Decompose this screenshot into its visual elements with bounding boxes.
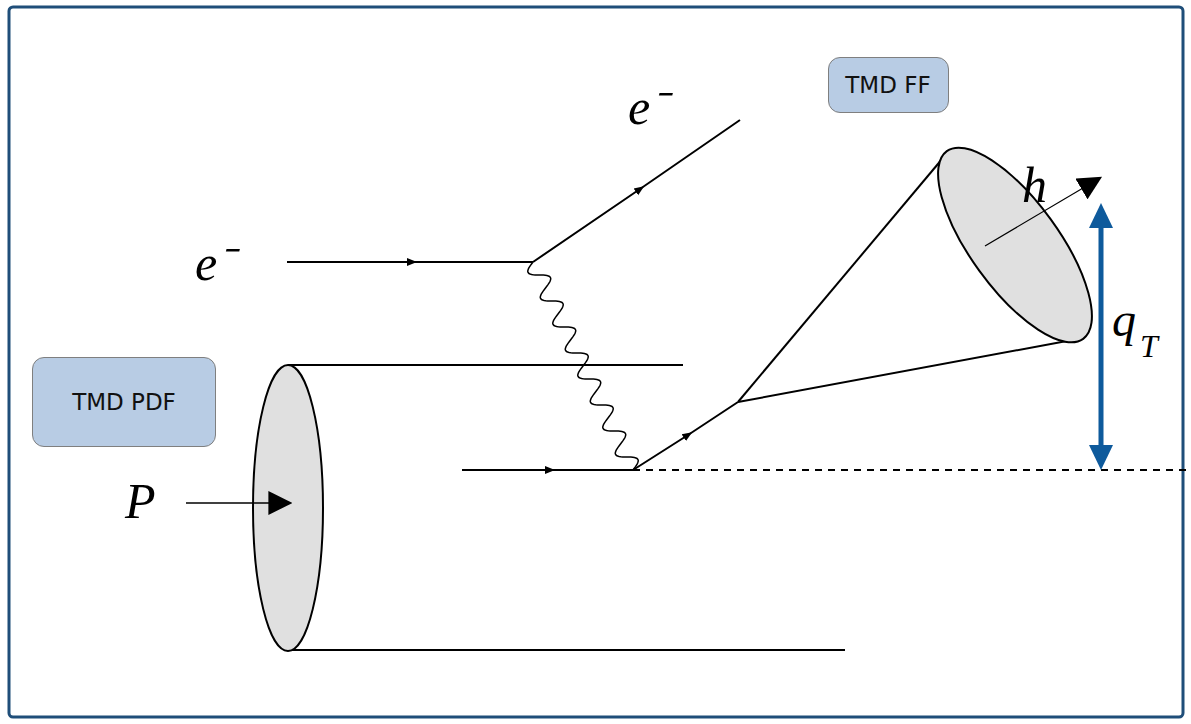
spectator-line xyxy=(288,364,683,366)
spectator-line xyxy=(288,649,845,651)
math-label: P xyxy=(125,476,156,526)
cone-edge xyxy=(738,338,1083,402)
quark-line xyxy=(462,469,633,471)
math-label: q xyxy=(1112,296,1136,344)
jet-ellipse xyxy=(911,125,1119,364)
qt-arrowhead xyxy=(1089,445,1113,470)
math-label: h xyxy=(1022,160,1047,210)
label-box: TMD FF xyxy=(828,57,949,113)
box-label: TMD PDF xyxy=(72,389,176,415)
proton-ellipse xyxy=(253,365,323,651)
proton-arrow xyxy=(186,502,290,504)
math-label: e⁻ xyxy=(195,238,234,288)
quark-line xyxy=(633,402,738,470)
qt-arrow xyxy=(1099,225,1104,448)
qt-arrowhead xyxy=(1089,203,1113,228)
label-box: TMD PDF xyxy=(32,357,216,447)
math-label: T xyxy=(1140,330,1158,362)
photon-line xyxy=(528,262,638,470)
box-label: TMD FF xyxy=(845,72,930,98)
electron-line xyxy=(533,120,740,262)
axis-line xyxy=(633,469,1191,471)
frame xyxy=(9,7,1183,717)
math-label: e⁻ xyxy=(628,82,667,132)
electron-line xyxy=(287,261,533,263)
cone-edge xyxy=(738,152,948,402)
